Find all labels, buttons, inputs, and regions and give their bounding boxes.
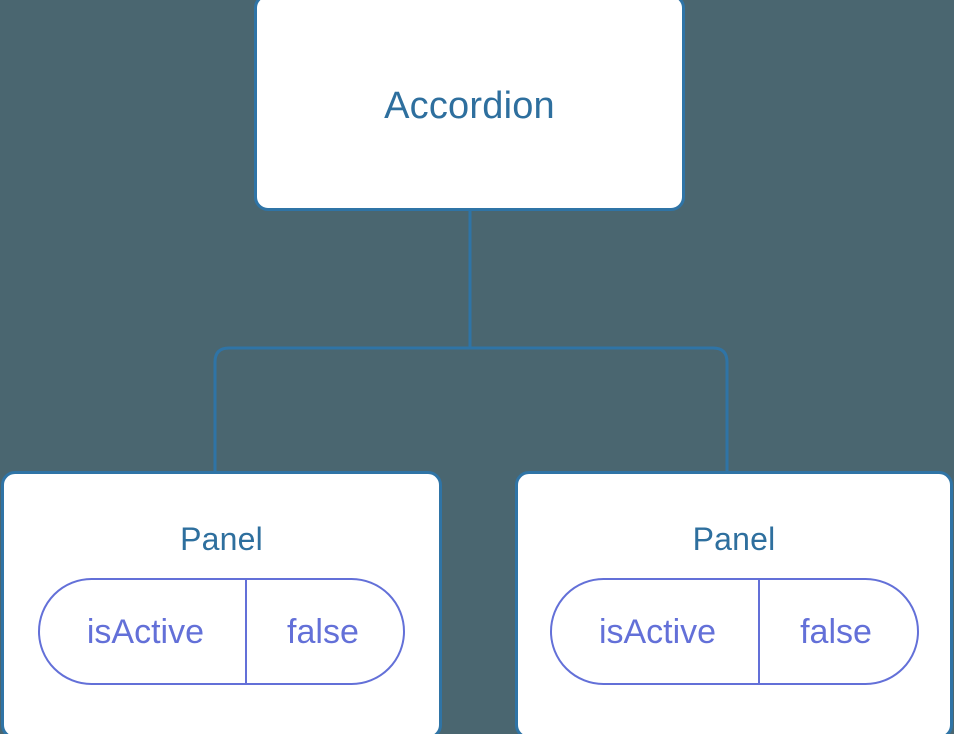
node-panel-1[interactable]: Panel isActive false bbox=[1, 471, 442, 734]
connector-branch-right bbox=[470, 346, 729, 476]
node-panel-2-title: Panel bbox=[692, 521, 776, 557]
node-panel-2[interactable]: Panel isActive false bbox=[515, 471, 953, 734]
node-panel-1-title: Panel bbox=[180, 521, 263, 557]
node-accordion-title: Accordion bbox=[384, 84, 555, 127]
prop-key-isactive: isActive bbox=[40, 580, 247, 683]
connector-branch-left bbox=[213, 346, 470, 476]
prop-key-isactive: isActive bbox=[552, 580, 760, 683]
prop-pill-panel-2[interactable]: isActive false bbox=[549, 578, 919, 685]
prop-value-isactive: false bbox=[800, 612, 872, 651]
node-accordion[interactable]: Accordion bbox=[254, 0, 685, 211]
prop-pill-panel-1[interactable]: isActive false bbox=[38, 578, 405, 685]
prop-value-isactive: false bbox=[287, 612, 359, 651]
